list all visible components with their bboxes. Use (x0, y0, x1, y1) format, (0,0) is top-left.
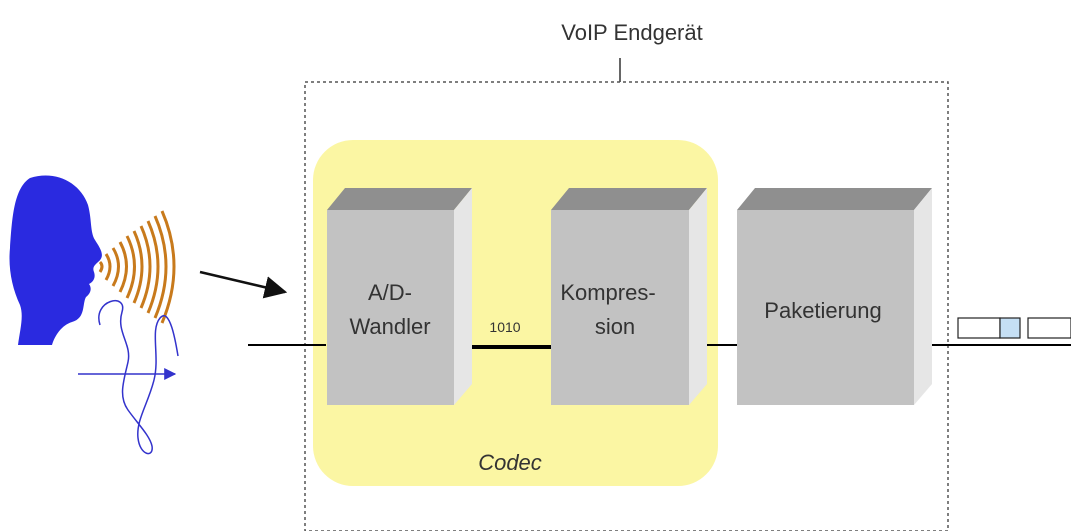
speaker-head-icon (9, 175, 102, 345)
analog-signal-icon (78, 299, 179, 455)
paketierung-block: Paketierung (737, 188, 932, 405)
kompression-label-line1: Kompres- (560, 280, 655, 305)
sound-waves-icon (98, 210, 176, 324)
codec-label: Codec (478, 450, 542, 475)
ad-label-line2: Wandler (349, 314, 430, 339)
ad-label-line1: A/D- (368, 280, 412, 305)
kompression-block: Kompres- sion (551, 188, 707, 405)
diagram-title: VoIP Endgerät (561, 20, 703, 45)
paketierung-label: Paketierung (764, 298, 881, 323)
ad-wandler-block: A/D- Wandler (327, 188, 472, 405)
bits-label: 1010 (489, 319, 520, 335)
input-arrow-icon (199, 270, 288, 299)
kompression-label-line2: sion (595, 314, 635, 339)
packet-icons (957, 317, 1071, 339)
